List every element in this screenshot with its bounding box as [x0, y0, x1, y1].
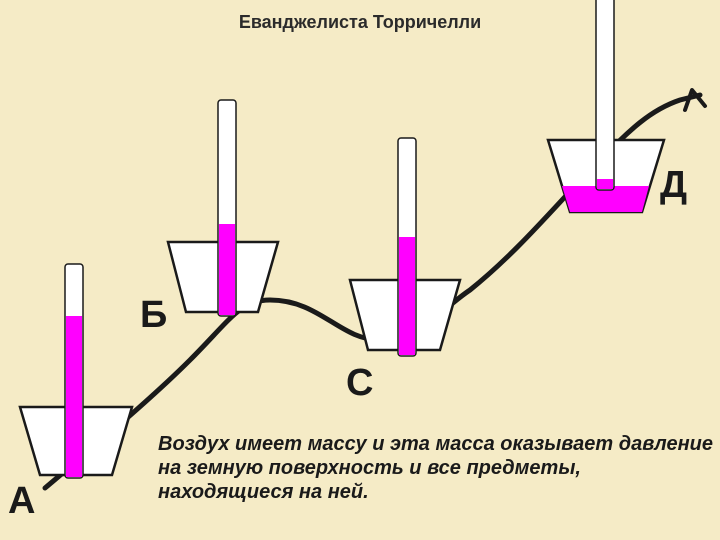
mercury-column-a: [66, 316, 82, 477]
point-label-d: Д: [660, 164, 688, 206]
mercury-column-d: [597, 179, 613, 189]
caption-text: Воздух имеет массу и эта масса оказывает…: [158, 433, 713, 503]
mercury-column-c: [399, 237, 415, 355]
mercury-pool-d: [562, 186, 649, 212]
barometer-a: [18, 263, 134, 479]
page-title: Еванджелиста Торричелли: [238, 12, 482, 32]
tube-d: [595, 0, 615, 191]
terrain-end-hook: [683, 88, 707, 112]
barometer-d: [546, 0, 666, 214]
point-label-c: С: [346, 362, 374, 404]
point-label-b: Б: [140, 294, 168, 336]
barometer-b: [166, 99, 280, 317]
mercury-column-b: [219, 224, 235, 315]
barometer-c: [348, 137, 462, 357]
point-label-a: А: [8, 480, 36, 522]
